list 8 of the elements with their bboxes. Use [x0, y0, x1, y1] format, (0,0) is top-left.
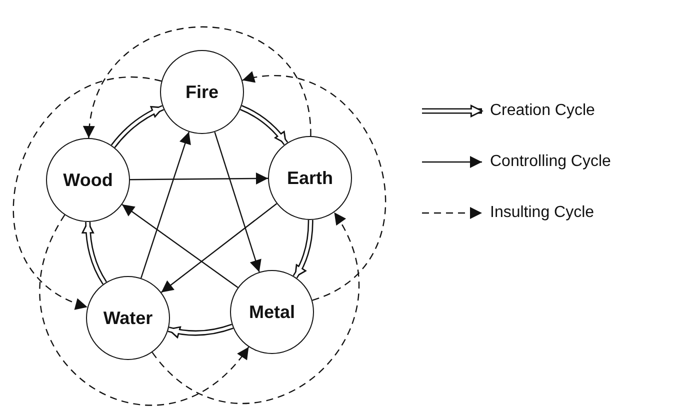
- element-label: Earth: [286, 168, 333, 188]
- element-label: Wood: [63, 170, 113, 190]
- element-label: Fire: [185, 82, 218, 102]
- element-label: Water: [103, 308, 153, 328]
- legend-label: Insulting Cycle: [490, 204, 594, 222]
- element-label: Metal: [248, 302, 295, 322]
- legend-label: Controlling Cycle: [490, 153, 611, 171]
- legend-label: Creation Cycle: [490, 102, 595, 120]
